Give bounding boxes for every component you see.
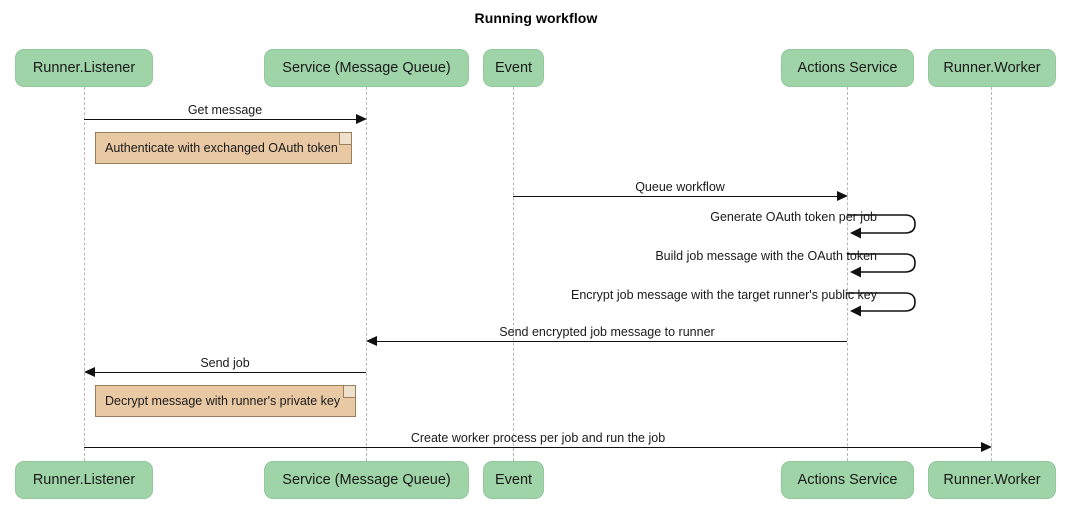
message-label-generate-oauth-token: Generate OAuth token per job — [710, 210, 877, 224]
message-line-send-job — [94, 372, 366, 373]
arrow-head-left-send-job — [84, 366, 95, 377]
arrow-head-right-create-worker-process — [981, 441, 992, 452]
participant-label: Event — [494, 60, 533, 76]
note-authenticate: Authenticate with exchanged OAuth token — [95, 132, 352, 164]
lifeline-event — [513, 87, 514, 461]
participant-event-top[interactable]: Event — [483, 49, 544, 87]
participant-service-message-queue-top[interactable]: Service (Message Queue) — [264, 49, 469, 87]
message-line-get-message — [84, 119, 356, 120]
message-label-create-worker-process: Create worker process per job and run th… — [410, 431, 666, 445]
message-label-get-message: Get message — [187, 103, 263, 117]
lifeline-actions-service — [847, 87, 848, 461]
self-call-generate-oauth-token — [847, 210, 927, 246]
note-text: Decrypt message with runner's private ke… — [105, 394, 341, 408]
note-text: Authenticate with exchanged OAuth token — [105, 141, 338, 155]
participant-label: Runner.Listener — [32, 472, 136, 488]
message-label-build-job-message: Build job message with the OAuth token — [655, 249, 877, 263]
self-call-build-job-message — [847, 249, 927, 285]
arrow-head-right-queue-workflow — [837, 190, 848, 201]
participant-actions-service-bottom[interactable]: Actions Service — [781, 461, 914, 499]
page-title: Running workflow — [474, 10, 598, 26]
participant-runner-listener-top[interactable]: Runner.Listener — [15, 49, 153, 87]
lifeline-runner-listener — [84, 87, 85, 461]
message-line-queue-workflow — [513, 196, 837, 197]
arrow-head-left-send-encrypted-job-message — [366, 335, 377, 346]
participant-label: Actions Service — [797, 60, 898, 76]
participant-label: Runner.Worker — [943, 472, 1041, 488]
note-fold-corner-icon — [339, 133, 351, 145]
participant-runner-worker-top[interactable]: Runner.Worker — [928, 49, 1056, 87]
participant-runner-worker-bottom[interactable]: Runner.Worker — [928, 461, 1056, 499]
lifeline-runner-worker — [991, 87, 992, 461]
participant-label: Service (Message Queue) — [282, 60, 451, 76]
participant-actions-service-top[interactable]: Actions Service — [781, 49, 914, 87]
participant-event-bottom[interactable]: Event — [483, 461, 544, 499]
participant-runner-listener-bottom[interactable]: Runner.Listener — [15, 461, 153, 499]
arrow-head-right-get-message — [356, 113, 367, 124]
participant-label: Runner.Listener — [32, 60, 136, 76]
participant-label: Actions Service — [797, 472, 898, 488]
lifeline-service-message-queue — [366, 87, 367, 461]
self-call-encrypt-job-message — [847, 288, 927, 324]
participant-label: Service (Message Queue) — [282, 472, 451, 488]
message-label-send-job: Send job — [200, 356, 250, 370]
message-label-encrypt-job-message: Encrypt job message with the target runn… — [570, 288, 877, 302]
participant-label: Runner.Worker — [943, 60, 1041, 76]
message-label-queue-workflow: Queue workflow — [635, 180, 725, 194]
note-fold-corner-icon — [343, 386, 355, 398]
message-line-send-encrypted-job-message — [376, 341, 847, 342]
message-line-create-worker-process — [84, 447, 981, 448]
message-label-send-encrypted-job-message: Send encrypted job message to runner — [499, 325, 715, 339]
participant-service-message-queue-bottom[interactable]: Service (Message Queue) — [264, 461, 469, 499]
note-decrypt: Decrypt message with runner's private ke… — [95, 385, 356, 417]
participant-label: Event — [494, 472, 533, 488]
